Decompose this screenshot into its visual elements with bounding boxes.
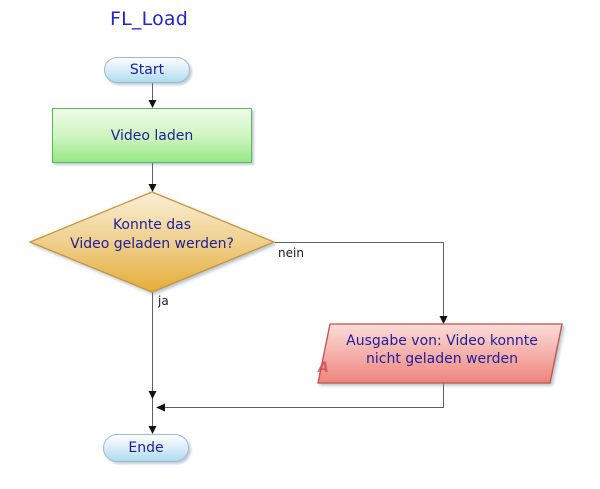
output-node[interactable] [314, 320, 566, 388]
process-label: Video laden [110, 127, 194, 144]
decision-node[interactable] [28, 190, 276, 294]
process-node-load-video[interactable]: Video laden [52, 108, 252, 163]
arrowhead-into-end [148, 426, 157, 434]
start-label: Start [129, 62, 165, 78]
end-node[interactable]: Ende [103, 434, 189, 462]
arrowhead-return-junction [156, 403, 165, 412]
end-label: Ende [128, 440, 164, 456]
output-parallelogram-shape[interactable] [317, 323, 563, 384]
arrowhead-ja-junction [148, 391, 157, 399]
start-node[interactable]: Start [104, 57, 190, 83]
flowchart-title: FL_Load [110, 8, 188, 30]
decision-diamond-shape[interactable] [28, 191, 276, 293]
edge-label-nein: nein [278, 246, 304, 260]
arrowhead-into-process [148, 100, 157, 108]
edge-label-ja: ja [158, 294, 169, 308]
edge-decision-nein [275, 242, 444, 318]
